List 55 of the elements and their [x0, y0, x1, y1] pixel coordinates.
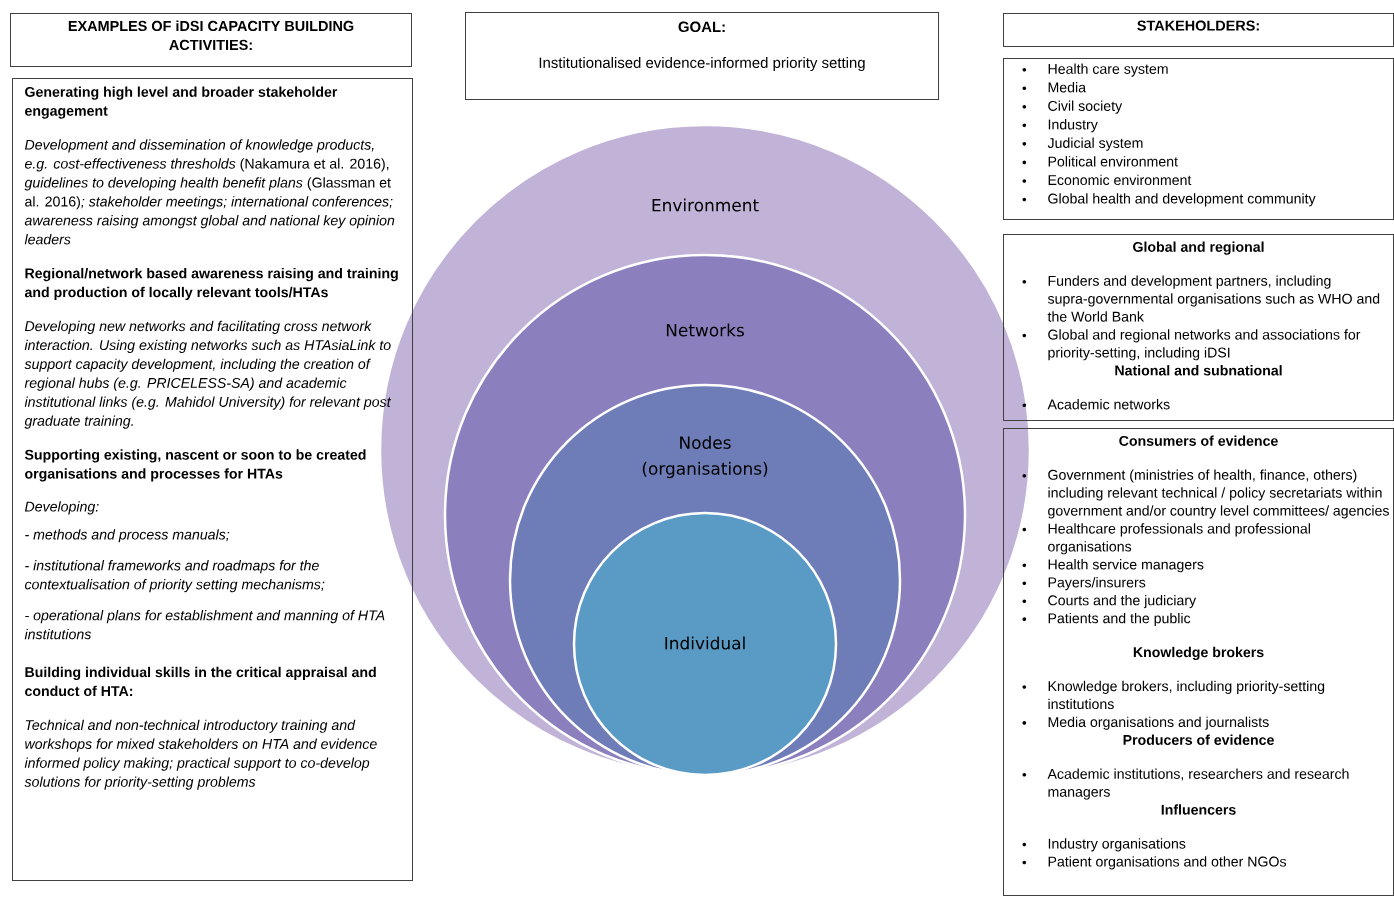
list-item: Industry [1048, 119, 1098, 133]
list-item: Payers/insurers [1048, 577, 1146, 591]
list-item: Media organisations and journalists [1048, 716, 1269, 730]
list-item: Knowledge brokers, including priority-setting institutions [1048, 680, 1325, 710]
heading: STAKEHOLDERS: [1137, 20, 1259, 31]
list-item: Health service managers [1048, 559, 1204, 573]
list-item: Industry organisations [1048, 838, 1186, 852]
description: - methods and process manuals; [25, 529, 230, 543]
list-item: Global and regional networks and associations for priority-setting, including iDSI [1048, 329, 1361, 361]
list-item: Judicial system [1047, 137, 1143, 151]
heading: Producers of evidence [1123, 734, 1274, 745]
text-panel [1003, 13, 1394, 47]
circle-label: Nodes (organisations) [642, 435, 768, 479]
list-item: Global health and development community [1048, 193, 1316, 207]
text-panel [1003, 58, 1394, 220]
list-item: Government (ministries of health, finance, others) including relevant technical / policy secretariats within government and/or country level committees/ agencies [1048, 469, 1389, 519]
section-heading: Regional/network based awareness raising and training and production of locally relevant tools/HTAs [24, 267, 398, 301]
section-heading: Generating high level and broader stakeholder engagement [25, 86, 338, 119]
list-item: Civil society [1048, 100, 1123, 114]
heading: GOAL: [678, 21, 725, 33]
goal-text: Institutionalised evidence-informed priority setting [539, 57, 865, 71]
description: - operational plans for establishment and manning of HTA institutions [24, 609, 385, 640]
list-item: Academic networks [1047, 399, 1170, 410]
list-item: Economic environment [1048, 174, 1192, 186]
description: - institutional frameworks and roadmaps for the contextualisation of priority setting mechanisms; [24, 560, 325, 593]
list-item: Patients and the public [1048, 612, 1191, 627]
text-panel [1003, 234, 1394, 421]
list-item: Patient organisations and other NGOs [1048, 856, 1287, 870]
description: Development and dissemination of knowledge products, e.g. cost-effectiveness thresholds (Nakamura et al. 2016), guidelines to developing health benefit plans (Glassman et al. 2016); stakeholder meetings; international conferences; awareness raising amongst global and national key opinion leaders [24, 139, 395, 245]
description: Developing new networks and facilitating cross network interaction. Using existing networks such as HTAsiaLink to support capacity development, including the creation of regional hubs (e.g. PRICELESS-SA) and academic institutional links (e.g. Mahidol University) for relevant post graduate training. [24, 320, 392, 429]
text-panel [1003, 428, 1394, 896]
list-item: Political environment [1048, 156, 1178, 167]
list-item: Funders and development partners, including supra-governmental organisations such as WHO and the World Bank [1047, 275, 1380, 322]
heading: Knowledge brokers [1133, 646, 1264, 661]
description: Developing: [24, 501, 99, 515]
text-panel [12, 78, 413, 881]
list-item: Academic institutions, researchers and research managers [1047, 768, 1349, 800]
description: Technical and non-technical introductory training and workshops for mixed stakeholders on HTA and evidence informed policy making; practical support to co-develop solutions for priority-setting problems [24, 719, 377, 790]
heading: Influencers [1161, 804, 1236, 815]
circle-label: Networks [666, 323, 744, 337]
circle-label: Environment [652, 198, 759, 212]
circle-band [572, 511, 838, 777]
section-heading: Building individual skills in the critical appraisal and conduct of HTA: [25, 666, 376, 697]
list-item: Media [1048, 82, 1087, 93]
heading: Consumers of evidence [1119, 435, 1278, 446]
heading: National and subnational [1115, 365, 1282, 376]
list-item: Health care system [1048, 63, 1168, 77]
circle-label: Individual [665, 636, 745, 650]
section-heading: Supporting existing, nascent or soon to be created organisations and processes for HTAs [24, 449, 366, 482]
heading: Global and regional [1133, 241, 1264, 255]
heading: EXAMPLES OF iDSI CAPACITY BUILDING ACTIVITIES: [68, 20, 354, 51]
text-panel [10, 13, 412, 67]
list-item: Courts and the judiciary [1048, 594, 1197, 609]
list-item: Healthcare professionals and professional organisations [1048, 523, 1310, 555]
text-panel [465, 12, 939, 100]
